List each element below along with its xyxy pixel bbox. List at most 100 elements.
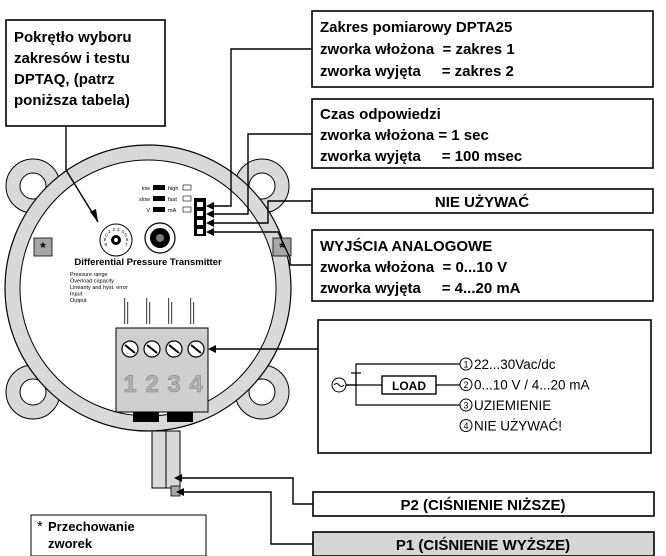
terminal-label-mark bbox=[171, 302, 173, 324]
knob-digit: 1 bbox=[108, 229, 111, 234]
wiring-terminal-number: 3 bbox=[463, 401, 468, 411]
callout-do-not-use: NIE UŻYWAĆ bbox=[311, 188, 654, 214]
terminal-screw-icon[interactable] bbox=[165, 340, 183, 358]
stored-jumpers bbox=[133, 412, 193, 422]
jumper-legend-row: low high bbox=[142, 184, 192, 192]
wiring-terminal-circle bbox=[459, 378, 473, 391]
p1-label: P1 (CIŚNIENIE WYŻSZE) bbox=[396, 536, 570, 554]
terminal-screw-icon[interactable] bbox=[121, 340, 139, 358]
terminal-screw-icon[interactable] bbox=[187, 340, 205, 358]
wiring-terminal-circle bbox=[459, 398, 473, 412]
jumper-legend-row: slow fast bbox=[139, 195, 192, 203]
response-time-title: Czas odpowiedzi bbox=[320, 106, 441, 123]
terminal-label-mark bbox=[124, 298, 126, 324]
terminal-label-mark bbox=[193, 302, 195, 324]
test-button-icon[interactable] bbox=[144, 222, 176, 254]
leader-lines bbox=[65, 48, 318, 545]
spec-line: Input bbox=[70, 292, 83, 298]
terminal-screws bbox=[121, 340, 205, 358]
terminal-label-mark bbox=[190, 298, 192, 324]
jumper-legend-slot bbox=[182, 206, 192, 213]
knob-digit: 0 bbox=[105, 233, 108, 238]
knob-digit: 4 bbox=[121, 229, 124, 234]
svg-text:*: * bbox=[40, 239, 46, 255]
wiring-lines bbox=[346, 363, 460, 406]
wiring-terminal-label: 22...30Vac/dc bbox=[474, 357, 556, 372]
jumper-legend-swatch bbox=[153, 185, 165, 190]
knob-digit: 8 bbox=[104, 242, 107, 247]
wiring-terminal-row: 2 0...10 V / 4...20 mA bbox=[459, 378, 590, 393]
do-not-use-label: NIE UŻYWAĆ bbox=[435, 193, 529, 211]
callout-storage-note: * Przechowanie zworek bbox=[30, 514, 207, 556]
pressure-pipes bbox=[151, 430, 181, 497]
response-time-line-2: zworka wyjęta = 100 msec bbox=[320, 148, 522, 165]
svg-text:*: * bbox=[279, 239, 285, 255]
wiring-terminal-circle bbox=[459, 357, 473, 371]
knob-digit: 9 bbox=[104, 237, 107, 242]
wiring-terminal-label: NIE UŻYWAĆ! bbox=[474, 419, 562, 434]
wiring-terminal-number: 1 bbox=[463, 360, 468, 370]
terminal-number: 1 bbox=[123, 371, 136, 398]
jumper-header[interactable] bbox=[194, 198, 206, 236]
knob-digit: 2 bbox=[112, 227, 115, 232]
analog-outputs-line-2: zworka wyjęta = 4...20 mA bbox=[320, 280, 521, 297]
power-source-icon bbox=[331, 377, 347, 393]
measurement-range-line-1: zworka włożona = zakres 1 bbox=[320, 41, 515, 58]
range-knob-line-3: DPTAQ, (patrz bbox=[14, 71, 115, 88]
spec-line: Linearity and hyst. error bbox=[70, 285, 128, 291]
wiring-terminal-label: 0...10 V / 4...20 mA bbox=[474, 378, 590, 393]
knob-digit: 7 bbox=[125, 242, 128, 247]
knob-digit: 5 bbox=[124, 233, 127, 238]
knob-digit: 3 bbox=[117, 227, 120, 232]
jumper-legend-swatch bbox=[153, 196, 165, 201]
callout-p1: P1 (CIŚNIENIE WYŻSZE) bbox=[312, 531, 655, 556]
jumper-legend-slot bbox=[182, 195, 192, 202]
jumper-legend-left: low bbox=[142, 186, 150, 192]
jumper-legend-swatch bbox=[153, 207, 165, 212]
measurement-range-title: Zakres pomiarowy DPTA25 bbox=[320, 19, 512, 36]
callout-analog-outputs: WYJŚCIA ANALOGOWE zworka włożona = 0...1… bbox=[311, 229, 654, 302]
wiring-diagram-box: LOAD 1 22...30Vac/dc 2 0...10 V / 4...20 mA… bbox=[317, 319, 652, 454]
callout-measurement-range: Zakres pomiarowy DPTA25 zworka włożona =… bbox=[311, 10, 654, 88]
terminal-label-mark bbox=[127, 302, 129, 324]
terminal-number: 3 bbox=[167, 371, 180, 398]
wiring-terminals: 1 22...30Vac/dc 2 0...10 V / 4...20 mA 3 UZIE… bbox=[459, 357, 590, 434]
jumper-legend-right: fast bbox=[168, 197, 177, 203]
storage-line-2: zworek bbox=[48, 536, 93, 551]
terminal-screw-icon[interactable] bbox=[143, 340, 161, 358]
terminal-label-mark bbox=[149, 302, 151, 324]
jumper-legend-right: mA bbox=[168, 208, 177, 214]
callout-response-time: Czas odpowiedzi zworka włożona = 1 sec z… bbox=[311, 98, 654, 169]
terminal-label-mark bbox=[168, 298, 170, 324]
wiring-terminal-row: 3 UZIEMIENIE bbox=[459, 398, 551, 413]
callout-p2: P2 (CIŚNIENIE NIŻSZE) bbox=[312, 491, 655, 517]
analog-outputs-line-1: zworka włożona = 0...10 V bbox=[320, 259, 507, 276]
knob-digit: 6 bbox=[126, 237, 129, 242]
analog-outputs-title: WYJŚCIA ANALOGOWE bbox=[320, 237, 492, 255]
wiring-terminal-row: 1 22...30Vac/dc bbox=[459, 357, 556, 372]
jumper-legend-right: high bbox=[168, 186, 178, 192]
p2-label: P2 (CIŚNIENIE NIŻSZE) bbox=[400, 496, 565, 514]
jumper-legend-left: slow bbox=[139, 197, 150, 203]
jumper-legend-left: V bbox=[146, 208, 150, 214]
storage-line-1: Przechowanie bbox=[48, 519, 135, 534]
terminal-top-labels bbox=[124, 298, 195, 324]
load-label: LOAD bbox=[392, 379, 426, 393]
callout-range-knob: Pokrętło wyboru zakresów i testu DPTAQ, … bbox=[5, 19, 166, 127]
terminal-number: 2 bbox=[145, 371, 158, 398]
terminal-label-mark bbox=[146, 298, 148, 324]
range-knob-line-1: Pokrętło wyboru bbox=[14, 29, 132, 46]
wiring-terminal-label: UZIEMIENIE bbox=[474, 398, 551, 413]
wiring-terminal-number: 2 bbox=[463, 380, 468, 390]
jumper-legend-slot bbox=[182, 184, 192, 191]
